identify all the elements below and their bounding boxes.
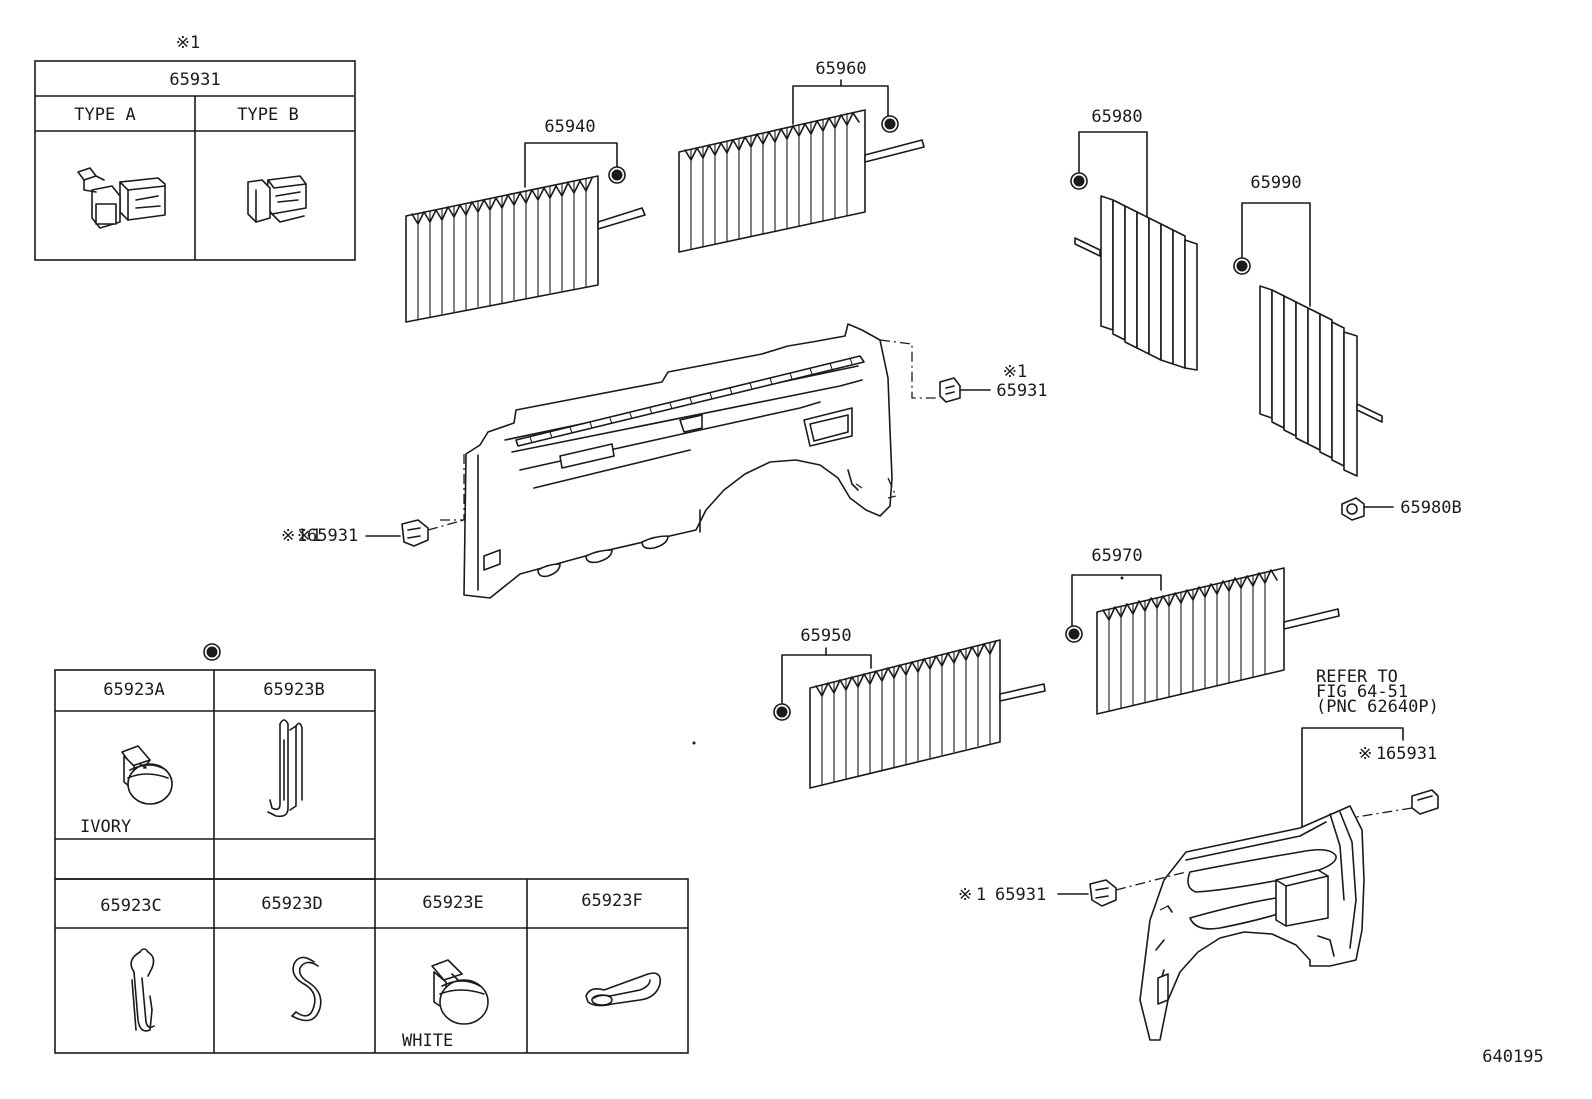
svg-text:1: 1 [1376,744,1386,764]
callout-65931-right: ※ 1 65931 [1349,744,1439,819]
callout-65931-mark: ※1 [1003,362,1027,382]
callout-65931-upper: ※1 65931 [939,362,1048,403]
clip-table-mark: ※1 [176,33,200,53]
fastener-65923a-drawing [121,745,173,805]
fastener-65923c-label: 65923C [100,896,161,916]
shade-65990: 65990 [1233,173,1383,477]
color-ivory-label: IVORY [80,817,131,837]
callout-65931-lower: ※ 1 65931 [958,871,1187,907]
shade-65980-label: 65980 [1091,107,1142,127]
shade-65950: 65950 [773,626,1046,789]
dashed-leader [440,454,465,521]
callout-right-mark: ※ [1358,744,1372,764]
clip-table: ※1 65931 TYPE A TYPE B [34,33,356,261]
quarter-trim-panel [440,323,936,599]
callout-left-mark: ※ [281,526,295,546]
leader-line [1071,574,1162,627]
callout-right-part: 65931 [1386,744,1437,764]
clip-table-part-number: 65931 [169,70,220,90]
callout-65980b-number: 65980B [1400,498,1461,518]
shade-65940-label: 65940 [544,117,595,137]
callout-left-number: ※1 [297,526,321,546]
fastener-table: 65923A 65923B 65923C 65923D 65923E 65923… [54,643,689,1054]
diagram-code: 640195 [1482,1047,1543,1067]
callout-left-part: 65931 [307,526,358,546]
clip-type-a-label: TYPE A [74,105,135,125]
clip-type-b-label: TYPE B [237,105,298,125]
svg-text:1: 1 [976,885,986,905]
shade-65960: 65960 [678,59,925,253]
callout-65931-left: ※ ※1 1 65931 [281,519,465,547]
fastener-65923d-label: 65923D [261,894,322,914]
shade-65990-label: 65990 [1250,173,1301,193]
refer-note-line-2: FIG 64-51 [1316,682,1408,702]
fastener-65923c-drawing [130,948,155,1032]
fastener-65923a-label: 65923A [103,680,164,700]
lower-quarter-panel [1139,805,1365,1041]
shade-65950-label: 65950 [800,626,851,646]
shade-65970: 65970 [1065,546,1340,715]
leader-line [1078,131,1148,219]
clip-type-a-drawing [77,167,166,229]
fastener-65923f-label: 65923F [581,891,642,911]
fastener-65923e-drawing [431,959,489,1025]
fastener-65923f-drawing [585,972,662,1007]
fastener-65923e-label: 65923E [422,893,483,913]
refer-note-line-3: (PNC 62640P) [1316,697,1439,717]
leader-line [524,142,618,188]
fastener-65923b-label: 65923B [263,680,324,700]
shade-65960-label: 65960 [815,59,866,79]
shade-65980: 65980 [1070,107,1198,371]
fastener-65923d-drawing [291,956,322,1022]
clip-type-b-drawing [247,175,307,223]
leader-line [1241,202,1311,307]
callout-lower-part: 65931 [995,885,1046,905]
shade-65970-label: 65970 [1091,546,1142,566]
shade-65940: 65940 [405,117,646,323]
callout-lower-mark: ※ [958,885,972,905]
color-white-label: WHITE [402,1031,453,1051]
callout-65980b: 65980B [1341,497,1462,521]
callout-65931-number: 65931 [996,381,1047,401]
refer-note-line-1: REFER TO [1316,667,1398,687]
refer-note: REFER TO FIG 64-51 (PNC 62640P) [1301,667,1439,827]
fastener-65923b-drawing [267,719,303,818]
svg-text:1: 1 [297,526,307,546]
